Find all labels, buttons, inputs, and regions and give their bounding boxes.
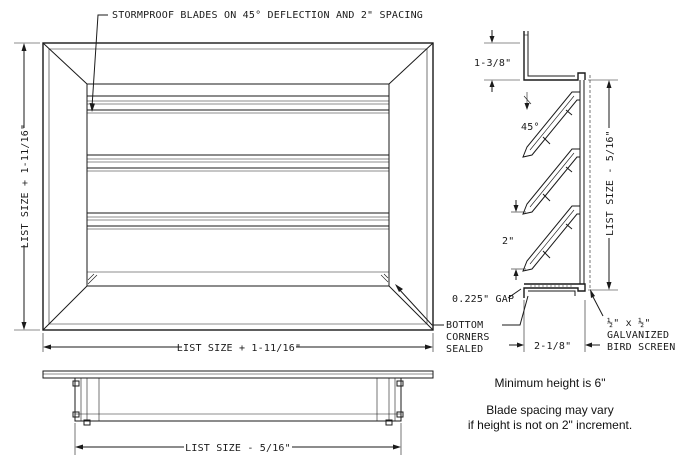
corners-label-2: CORNERS <box>446 332 490 343</box>
section-height-dimension <box>588 79 618 291</box>
width-dim-label: LIST SIZE + 1-11/16" <box>177 343 301 354</box>
sealed-corner-right <box>380 273 389 283</box>
screen-label-1: ½" x ½" <box>607 317 651 329</box>
spacing-dimension <box>511 200 526 280</box>
height-dimension <box>14 42 40 331</box>
blade-note-leader <box>91 14 108 108</box>
corners-leader <box>397 287 444 326</box>
spacing-note-1: Blade spacing may vary <box>486 403 614 417</box>
flange-label: 1-3/8" <box>474 58 511 69</box>
bottom-dimension <box>74 423 402 455</box>
top-note: STORMPROOF BLADES ON 45° DEFLECTION AND … <box>112 10 423 21</box>
blade-3 <box>87 212 389 230</box>
angle-label: 45° <box>521 122 540 133</box>
plan-view <box>42 370 434 426</box>
front-view <box>42 14 434 331</box>
flange-dimension <box>484 30 520 92</box>
corners-label-1: BOTTOM <box>446 320 483 331</box>
blade-2 <box>87 154 389 172</box>
gap-leader <box>507 288 522 299</box>
spacing-label: 2" <box>502 236 514 247</box>
gap-label: 0.225" GAP <box>452 294 514 305</box>
height-dim-label: LIST SIZE + 1-11/16" <box>20 124 31 248</box>
inner-opening <box>86 83 390 287</box>
section-height-label: LIST SIZE - 5/16" <box>605 130 616 236</box>
corners-label-3: SEALED <box>446 344 483 355</box>
section-blade-1 <box>522 91 580 158</box>
depth-dimension <box>509 300 600 352</box>
screen-label-3: BIRD SCREEN <box>607 342 675 353</box>
section-view <box>522 31 591 298</box>
outer-frame <box>42 42 434 331</box>
blade-1 <box>87 95 389 114</box>
width-dimension <box>42 333 434 352</box>
depth-label: 2-1/8" <box>534 341 571 352</box>
spacing-note-2: if height is not on 2" increment. <box>467 418 633 432</box>
angle-indicator <box>523 92 532 110</box>
min-height-note: Minimum height is 6" <box>494 376 606 390</box>
corners-leader-2 <box>502 295 529 326</box>
bottom-dim-label: LIST SIZE - 5/16" <box>185 443 291 454</box>
sealed-corner-left <box>87 273 98 285</box>
section-blade-2 <box>522 148 580 215</box>
section-blade-3 <box>522 205 580 272</box>
screen-label-2: GALVANIZED <box>607 330 669 341</box>
